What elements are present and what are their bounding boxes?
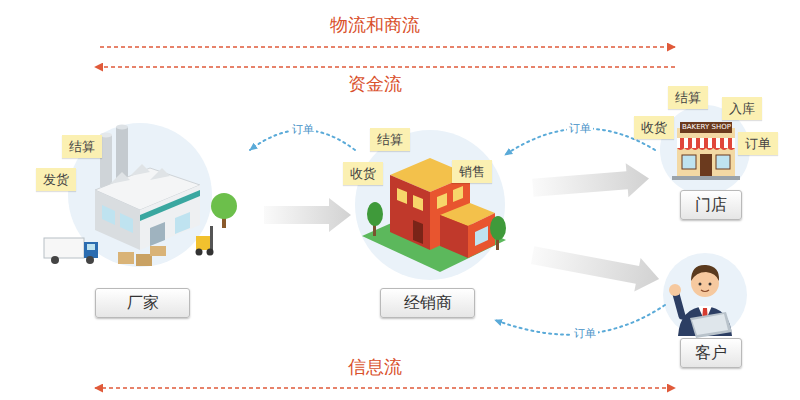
customer-illustration (690, 312, 732, 338)
customer-illustration (692, 314, 728, 335)
factory-illustration (210, 226, 213, 252)
factory-illustration (150, 168, 170, 180)
tag-text: 订单 (745, 136, 771, 151)
entity-node: 客户 (665, 250, 755, 370)
shop-illustration (716, 155, 730, 169)
factory-illustration (140, 185, 200, 250)
distributor-illustration (397, 188, 407, 204)
customer-illustration (663, 253, 747, 338)
factory-illustration (118, 252, 134, 264)
tag-text: 入库 (729, 101, 755, 116)
edge-label: 订单 (290, 123, 316, 137)
shop-illustration (680, 122, 732, 133)
sticky-tag: 结算 (370, 128, 410, 151)
tag-text: 收货 (641, 120, 667, 135)
flow-arrows (95, 47, 675, 388)
distributor-illustration (490, 216, 506, 240)
entity-label: 门店 (680, 190, 742, 220)
factory-illustration (87, 244, 95, 250)
customer-illustration (669, 284, 681, 296)
tag-text: 发货 (43, 172, 69, 187)
tag-text: 结算 (675, 90, 701, 105)
factory-illustration (110, 172, 130, 184)
factory-illustration (102, 205, 115, 225)
customer-illustration (699, 283, 702, 286)
customer-illustration (691, 265, 719, 281)
block-arrow (532, 163, 649, 197)
flow-label: 信息流 (348, 356, 402, 378)
factory-illustration (51, 256, 59, 264)
flow-arrows (100, 46, 675, 48)
distributor-illustration (475, 226, 488, 246)
sticky-tag: 收货 (634, 116, 674, 139)
factory-illustration (150, 246, 166, 256)
sticky-tag: 发货 (36, 168, 76, 191)
shop-sign-text: BAKERY SHOP (682, 123, 731, 132)
factory-illustration (68, 123, 212, 267)
factory-illustration (130, 164, 150, 176)
factory-illustration (116, 125, 128, 130)
factory-illustration (120, 213, 133, 233)
factory-illustration (211, 193, 237, 219)
shop-illustration (677, 138, 735, 148)
sticky-tag: 结算 (62, 135, 102, 158)
factory-illustration (86, 256, 94, 264)
tag-text: 结算 (377, 132, 403, 147)
flow-connector (531, 246, 659, 291)
entity-label: 客户 (680, 338, 742, 368)
customer-illustration (709, 283, 712, 286)
edge-label: 订单 (567, 122, 593, 136)
flow-connector (532, 163, 649, 197)
sticky-tag: 收货 (343, 162, 383, 185)
flow-connector (264, 198, 351, 232)
factory-illustration (140, 190, 200, 221)
factory-illustration (175, 212, 190, 234)
shop-illustration (677, 128, 735, 176)
shop-illustration (672, 176, 740, 180)
factory-illustration (44, 238, 84, 258)
flow-label: 资金流 (348, 73, 402, 95)
factory-illustration (44, 123, 237, 267)
factory-illustration (196, 249, 203, 256)
sticky-tag: 销售 (452, 160, 492, 183)
factory-illustration (207, 249, 214, 256)
tag-text: 结算 (69, 139, 95, 154)
distributor-illustration (413, 220, 423, 244)
distributor-illustration (453, 186, 463, 202)
entity-label: 厂家 (95, 288, 190, 318)
shop-illustration (700, 154, 712, 176)
flow-label: 物流和商流 (330, 14, 420, 36)
shop-illustration (677, 148, 735, 150)
factory-illustration (150, 222, 165, 246)
distributor-illustration (413, 195, 423, 211)
customer-illustration (676, 294, 682, 316)
distributor-illustration (440, 215, 468, 258)
block-arrow (531, 246, 659, 291)
tag-text: 收货 (350, 166, 376, 181)
block-arrow (264, 198, 351, 232)
distributor-illustration (468, 213, 495, 258)
flow-arrows (95, 66, 675, 68)
shop-illustration (682, 155, 696, 169)
customer-illustration (701, 290, 709, 292)
customer-illustration (663, 253, 747, 337)
factory-illustration (136, 254, 152, 266)
factory-illustration (84, 242, 98, 258)
edge-label: 订单 (572, 327, 598, 341)
factory-illustration (95, 190, 140, 250)
entity-label: 经销商 (380, 288, 475, 318)
sticky-tag: 入库 (722, 97, 762, 120)
distributor-illustration (390, 175, 430, 250)
distributor-illustration (437, 193, 447, 209)
factory-illustration (196, 236, 212, 250)
distributor-illustration (355, 130, 505, 280)
flow-arrows (95, 387, 675, 389)
distributor-illustration (367, 202, 383, 226)
sticky-tag: 结算 (668, 86, 708, 109)
tag-text: 销售 (459, 164, 485, 179)
sticky-tag: 订单 (738, 132, 778, 155)
distributor-illustration (355, 130, 506, 280)
